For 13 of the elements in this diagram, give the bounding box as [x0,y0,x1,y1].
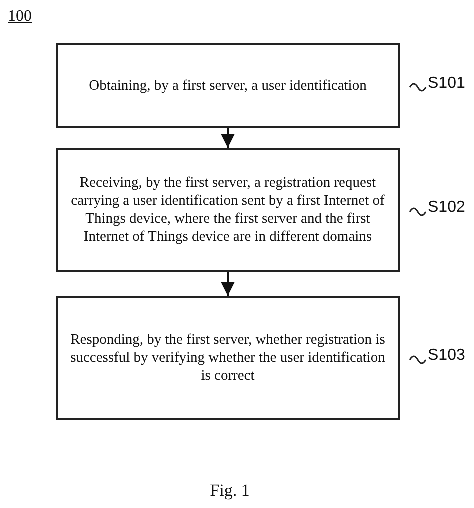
arrow [221,272,235,296]
figure-caption: Fig. 1 [209,481,251,501]
step-label: S103 [428,347,466,365]
process-box [56,43,400,128]
step-text: Obtaining, by a first server, a user identification [89,76,367,94]
process-box [56,148,400,272]
process-box [56,296,400,420]
step-label: S101 [428,74,466,92]
step-text: Responding, by the first server, whether registration is successful by verifying whether the user identification is correct [70,331,386,385]
step-label: S102 [428,199,466,217]
reference-number: 100 [8,8,32,26]
arrow [221,128,235,148]
step-text: Receiving, by the first server, a registration request carrying a user identification sent by a first Internet of Things device, where the first server and the first Internet of Things device are in different domains [70,174,386,246]
